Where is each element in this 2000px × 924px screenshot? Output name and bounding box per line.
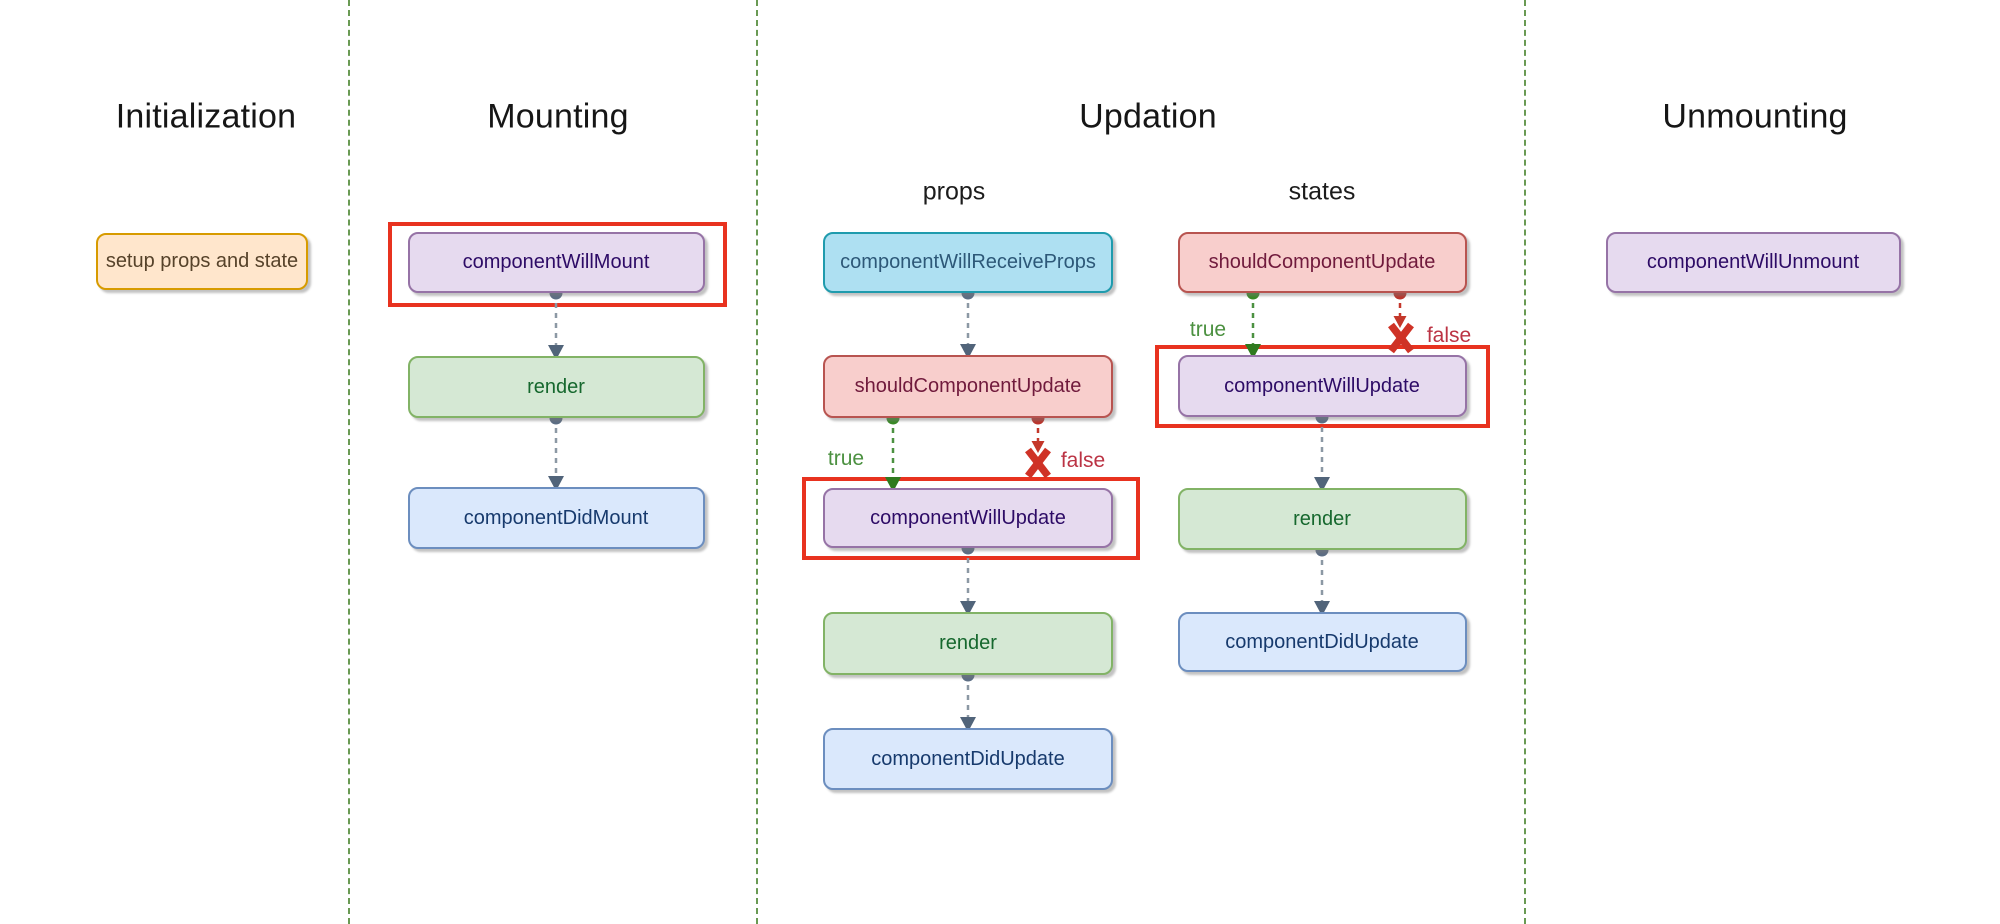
highlight-states-component-will-update <box>1155 345 1490 428</box>
section-title-mounting: Mounting <box>487 97 629 136</box>
arrow-props-render-to-did-update <box>960 668 976 732</box>
setup-props-and-state-box: setup props and state <box>96 233 308 290</box>
highlight-props-component-will-update <box>802 477 1140 560</box>
section-separator-1 <box>348 0 350 924</box>
props-component-did-update-box-label: componentDidUpdate <box>871 747 1065 770</box>
states-component-will-update-box: componentWillUpdate <box>1177 355 1467 417</box>
component-did-mount-box-label: componentDidMount <box>463 506 649 529</box>
props-component-will-update-box-label: componentWillUpdate <box>870 506 1066 529</box>
label-states-false: false <box>1426 324 1472 347</box>
props-component-will-update-box: componentWillUpdate <box>823 488 1113 548</box>
label-props-true: true <box>827 447 865 470</box>
arrow-states-render-to-did-update <box>1314 543 1330 616</box>
sub-label-props: props <box>922 177 986 206</box>
section-title-updation: Updation <box>1079 97 1217 136</box>
states-component-did-update-box-label: componentDidUpdate <box>1225 630 1419 653</box>
arrow-render-to-did-mount <box>548 411 564 491</box>
section-title-initialization: Initialization <box>115 97 297 136</box>
arrow-states-true-branch <box>1245 286 1261 359</box>
arrow-will-mount-to-render <box>548 286 564 360</box>
states-should-component-update-box-label: shouldComponentUpdate <box>1208 251 1436 273</box>
props-component-did-update-box: componentDidUpdate <box>823 728 1113 790</box>
props-render-box-label: render <box>939 632 997 654</box>
states-should-component-update-box: shouldComponentUpdate <box>1177 232 1467 293</box>
component-will-unmount-box: componentWillUnmount <box>1605 232 1901 293</box>
component-did-mount-box: componentDidMount <box>407 487 705 549</box>
component-will-unmount-box-label: componentWillUnmount <box>1646 251 1860 273</box>
props-should-component-update-box: shouldComponentUpdate <box>823 355 1113 418</box>
arrow-props-will-update-to-render <box>960 541 976 616</box>
arrow-props-true-branch <box>885 411 901 492</box>
states-render-box: render <box>1177 488 1467 550</box>
section-title-unmounting: Unmounting <box>1662 97 1848 136</box>
cross-states-false <box>1388 322 1414 354</box>
mounting-render-box: render <box>407 356 705 418</box>
props-should-component-update-box-label: shouldComponentUpdate <box>854 375 1082 397</box>
component-will-receive-props-box: componentWillReceiveProps <box>823 232 1113 293</box>
highlight-component-will-mount <box>388 222 727 307</box>
states-component-will-update-box-label: componentWillUpdate <box>1224 374 1420 397</box>
setup-props-and-state-box-label: setup props and state <box>105 250 299 272</box>
component-will-mount-box: componentWillMount <box>407 232 705 293</box>
states-render-box-label: render <box>1293 507 1351 530</box>
section-separator-3 <box>1524 0 1526 924</box>
section-separator-2 <box>756 0 758 924</box>
arrow-receive-props-to-should-update <box>960 286 976 359</box>
mounting-render-box-label: render <box>527 375 585 398</box>
label-states-true: true <box>1189 318 1227 341</box>
props-render-box: render <box>823 612 1113 675</box>
label-props-false: false <box>1060 449 1106 472</box>
cross-props-false <box>1025 447 1051 479</box>
component-will-receive-props-box-label: componentWillReceiveProps <box>840 251 1096 273</box>
arrow-states-will-update-to-render <box>1314 410 1330 492</box>
sub-label-states: states <box>1288 177 1356 206</box>
component-will-mount-box-label: componentWillMount <box>462 251 650 273</box>
states-component-did-update-box: componentDidUpdate <box>1177 612 1467 672</box>
